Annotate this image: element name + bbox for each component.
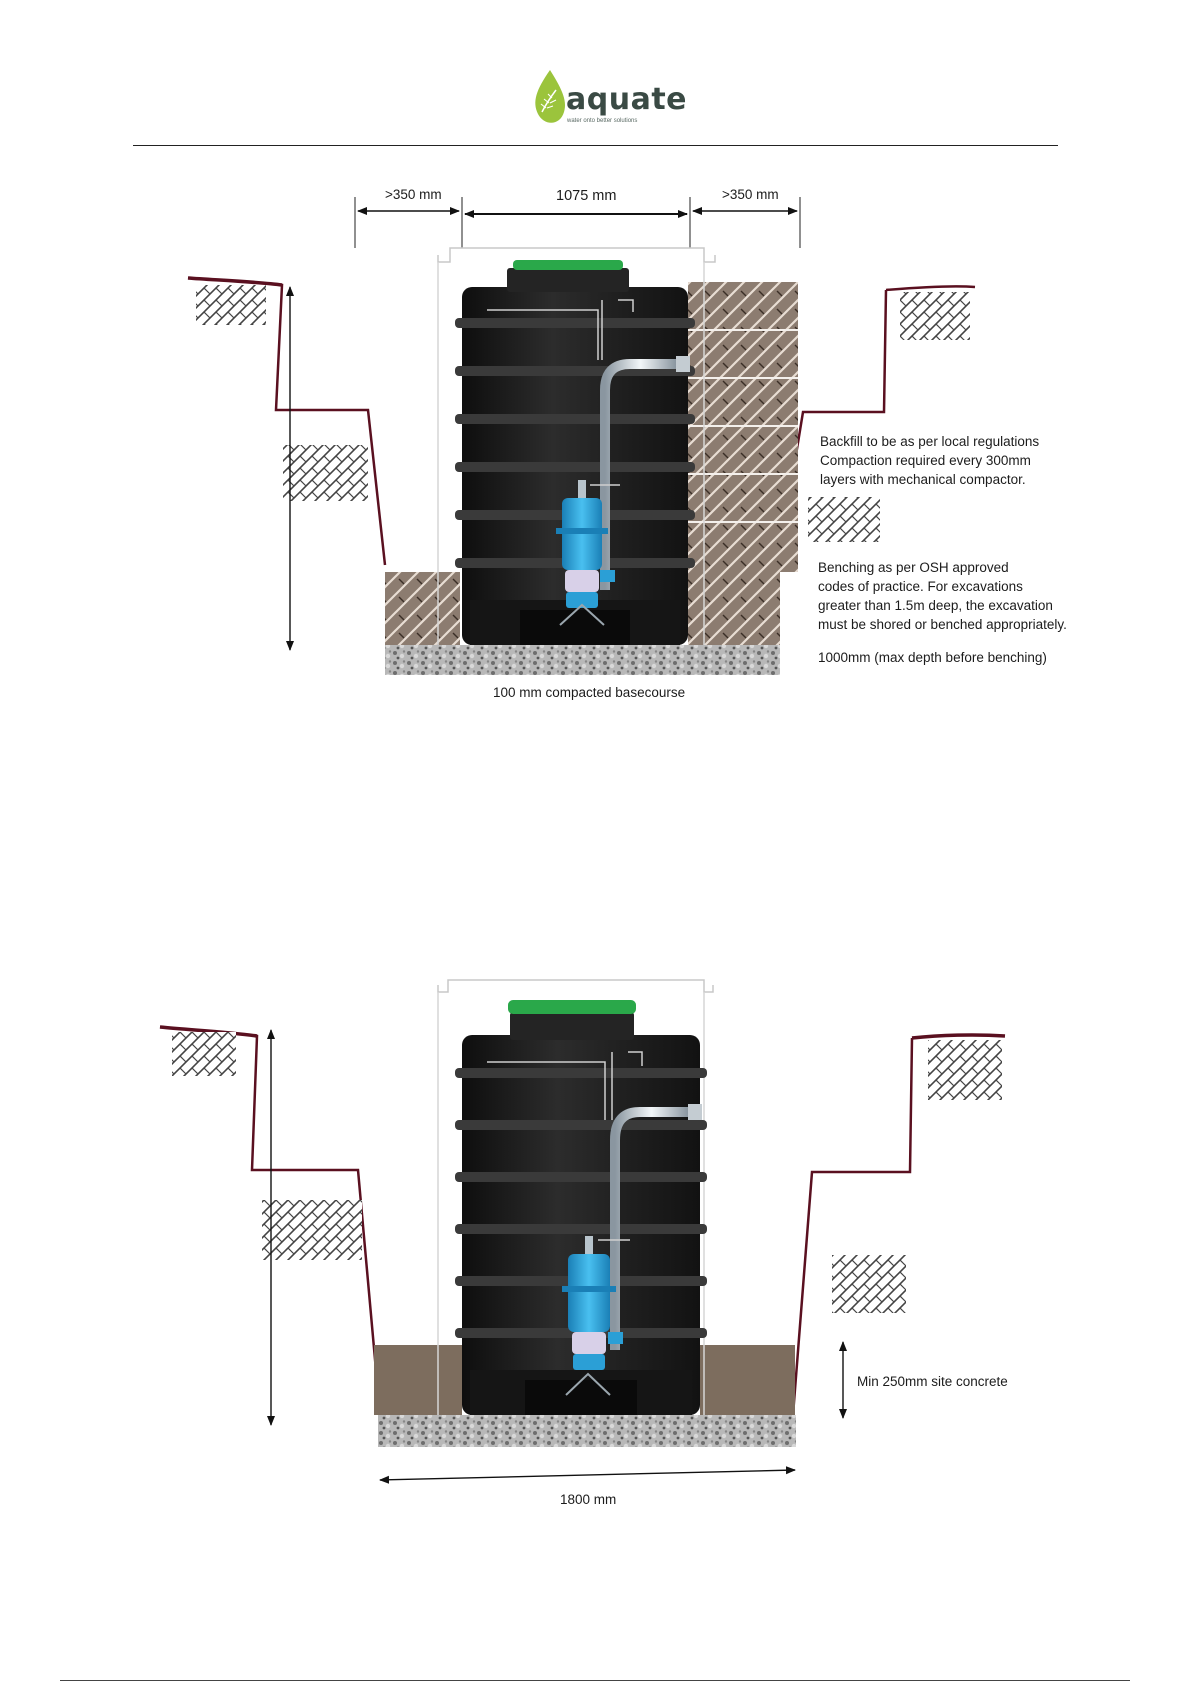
leaf-drop-icon xyxy=(535,70,566,123)
pump-tank xyxy=(455,1000,707,1415)
site-concrete-right xyxy=(700,1345,795,1415)
basecourse-gravel xyxy=(378,1415,796,1447)
tank-lid xyxy=(513,260,623,270)
aquate-logo: aquate water onto better solutions xyxy=(530,70,687,132)
header-divider xyxy=(133,145,1058,146)
width-label: 1800 mm xyxy=(560,1492,617,1507)
soil-hatch-legend xyxy=(808,497,880,542)
submersible-pump xyxy=(568,1254,610,1332)
footer-divider xyxy=(60,1680,1130,1681)
dim-label-center: 1075 mm xyxy=(556,188,617,204)
backfill-note: Backfill to be as per local regulations … xyxy=(820,434,1040,487)
logo-tagline: water onto better solutions xyxy=(567,118,638,124)
top-dimensions xyxy=(354,197,801,248)
soil-hatch xyxy=(900,292,970,340)
excavation-wall-right xyxy=(791,1037,914,1416)
backfill-base-left xyxy=(385,572,460,645)
soil-hatch xyxy=(928,1040,1002,1100)
basecourse-gravel xyxy=(385,645,780,675)
soil-hatch xyxy=(172,1032,236,1076)
soil-hatch xyxy=(832,1255,906,1313)
discharge-pipe xyxy=(600,359,676,590)
tank-lid xyxy=(508,1000,636,1014)
bottom-diagram xyxy=(159,979,1006,1484)
basecourse-label: 100 mm compacted basecourse xyxy=(493,685,686,700)
soil-hatch xyxy=(262,1200,362,1260)
max-depth-note: 1000mm (max depth before benching) xyxy=(818,650,1047,665)
concrete-label: Min 250mm site concrete xyxy=(857,1374,1008,1389)
page-header: aquate water onto better solutions xyxy=(0,0,1192,150)
backfill-base-right xyxy=(688,572,780,645)
dim-label-right: >350 mm xyxy=(722,187,779,202)
benching-note: Benching as per OSH approved codes of pr… xyxy=(818,560,1067,632)
discharge-pipe xyxy=(610,1107,688,1350)
dim-label-left: >350 mm xyxy=(385,187,442,202)
logo-wordmark: aquate xyxy=(566,82,688,117)
site-concrete-left xyxy=(374,1345,462,1415)
soil-hatch xyxy=(196,285,266,325)
soil-hatch xyxy=(283,445,368,501)
width-arrow xyxy=(379,1466,796,1484)
top-diagram xyxy=(187,197,976,675)
pump-tank xyxy=(455,260,695,645)
